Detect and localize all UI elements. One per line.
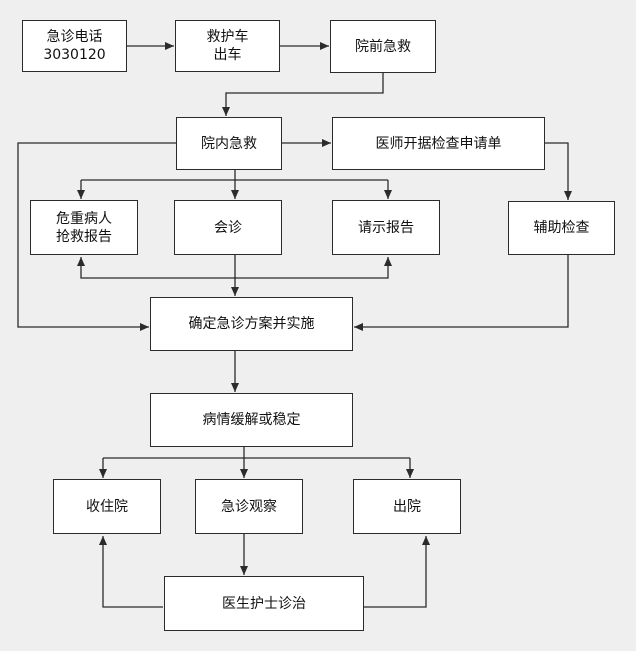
- arrow-left-loop: [17, 142, 176, 331]
- node-care: 医生护士诊治: [164, 576, 364, 631]
- arrow-auxexam-to-plan: [354, 255, 569, 331]
- node-plan: 确定急诊方案并实施: [150, 297, 353, 351]
- arrow-prehospital-to-inhospital: [222, 73, 384, 116]
- arrow-care-to-admit: [99, 536, 163, 608]
- node-label: 出院: [393, 498, 421, 515]
- node-label: 院内急救: [201, 135, 257, 152]
- node-sublabel: 出车: [213, 47, 242, 63]
- node-label: 院前急救: [355, 38, 411, 55]
- node-doctor-request: 医师开据检查申请单: [332, 117, 545, 170]
- arrow-up-request-report: [235, 257, 392, 279]
- node-discharge: 出院: [353, 479, 461, 534]
- node-label: 会诊: [214, 219, 242, 236]
- arrow-care-to-discharge: [364, 536, 430, 608]
- node-label: 急诊观察: [221, 498, 277, 515]
- node-sublabel: 3030120: [43, 47, 106, 63]
- node-inhospital: 院内急救: [176, 117, 282, 170]
- node-prehospital: 院前急救: [330, 20, 436, 73]
- node-label: 医师开据检查申请单: [375, 135, 502, 152]
- node-observation: 急诊观察: [195, 479, 303, 534]
- node-label: 收住院: [86, 498, 128, 515]
- node-label: 请示报告: [358, 219, 414, 236]
- arrow-up-critical: [77, 257, 235, 279]
- node-label: 危重病人: [56, 210, 112, 227]
- node-label: 急诊电话: [46, 29, 103, 45]
- node-ambulance: 救护车 出车: [175, 20, 280, 72]
- node-stable: 病情缓解或稳定: [150, 393, 353, 447]
- node-consultation: 会诊: [174, 200, 282, 255]
- node-aux-exam: 辅助检查: [508, 201, 615, 255]
- node-admit: 收住院: [53, 479, 161, 534]
- node-label: 医生护士诊治: [222, 595, 306, 612]
- node-critical-report: 危重病人 抢救报告: [30, 200, 138, 255]
- node-sublabel: 抢救报告: [56, 228, 112, 245]
- node-label: 救护车: [206, 29, 249, 45]
- node-label: 病情缓解或稳定: [202, 412, 301, 428]
- node-label: 辅助检查: [533, 220, 590, 236]
- node-request-report: 请示报告: [332, 200, 440, 255]
- node-label: 确定急诊方案并实施: [188, 316, 315, 332]
- arrow-request-to-auxexam: [545, 142, 572, 200]
- node-emergency-phone: 急诊电话 3030120: [22, 20, 127, 72]
